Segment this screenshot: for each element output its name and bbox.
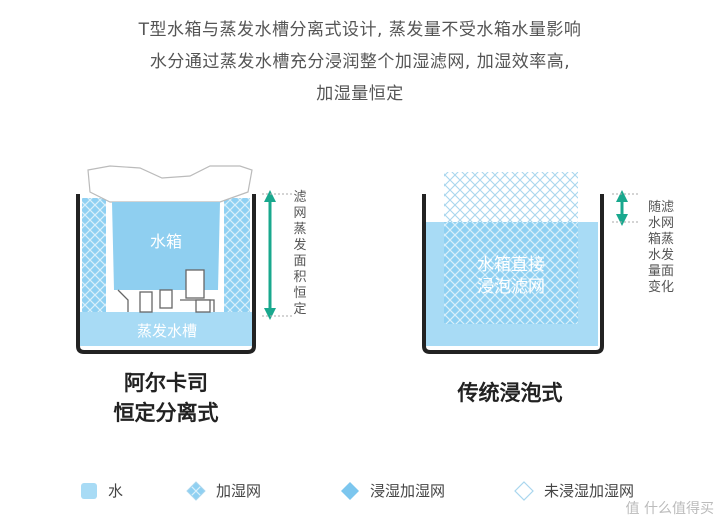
right-side-label: 随滤水网箱蒸水发量面变化 (647, 200, 674, 295)
intro-line-3: 加湿量恒定 (316, 84, 404, 104)
legend-unsoaked: 未浸湿加湿网 (514, 480, 634, 501)
trough-water (80, 312, 252, 346)
tank-internals (117, 269, 215, 313)
unsoaked-filter (444, 172, 578, 222)
trough-label: 蒸发水槽 (136, 322, 197, 340)
right-caption: 传统浸泡式 (457, 381, 563, 405)
unsoaked-diamond-icon (514, 480, 534, 501)
left-caption: 阿尔卡司 恒定分离式 (113, 371, 219, 425)
intro-line-1: T型水箱与蒸发水槽分离式设计, 蒸发量不受水箱水量影响 (138, 20, 582, 40)
left-side-label: 滤网蒸发面积恒定 (293, 190, 307, 317)
legend: 水 加湿网 浸湿加湿网 未浸湿加湿网 (0, 480, 720, 510)
watermark: 值 什么值得买 (625, 501, 714, 517)
soaked-diamond-icon (341, 481, 359, 500)
intro-text: T型水箱与蒸发水槽分离式设计, 蒸发量不受水箱水量影响 水分通过蒸发水槽充分浸润… (0, 14, 720, 110)
water-tank (112, 202, 220, 290)
legend-soaked: 浸湿加湿网 (340, 480, 445, 501)
left-filter-column (82, 198, 106, 312)
intro-line-2: 水分通过蒸发水槽充分浸润整个加湿滤网, 加湿效率高, (149, 52, 571, 72)
legend-water: 水 (80, 480, 123, 501)
filter-diamond-icon (186, 480, 206, 501)
soak-label: 水箱直接 浸泡滤网 (477, 255, 545, 297)
tank-lid (87, 165, 253, 203)
left-frame (76, 194, 256, 354)
legend-filter: 加湿网 (186, 480, 261, 501)
left-humidifier (76, 165, 292, 354)
soaked-filter (444, 222, 578, 324)
right-frame (422, 194, 604, 354)
tank-label: 水箱 (149, 232, 182, 251)
right-filter-column (224, 198, 250, 312)
water-swatch-icon (81, 482, 97, 499)
right-humidifier (422, 172, 638, 354)
